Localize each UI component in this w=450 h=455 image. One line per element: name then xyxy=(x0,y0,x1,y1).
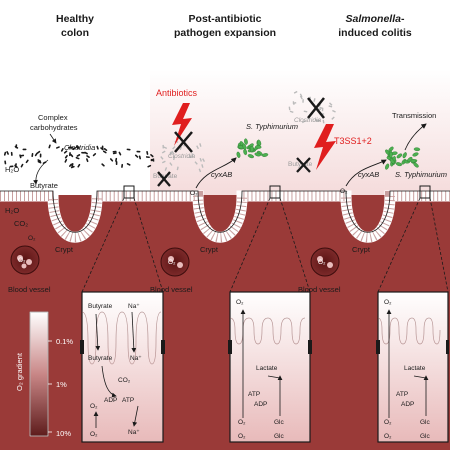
title-healthy-line2: colon xyxy=(61,27,89,39)
blood-vessel-label-healthy: Blood vessel xyxy=(8,285,51,294)
antibiotic-lightning-icon xyxy=(172,103,192,146)
blood-vessel-healthy: O₂ xyxy=(10,245,40,275)
zoom1-butyrate-inner: Butyrate xyxy=(88,355,113,362)
o2-label-lumen-1: O₂ xyxy=(190,190,198,197)
zoom2-glc-bottom: Glc xyxy=(274,433,285,440)
zoom1-o2-bottom: O₂ xyxy=(90,431,98,438)
crypt-label-2: Crypt xyxy=(200,245,219,254)
vessel-o2-label-1: O₂ xyxy=(18,257,26,264)
title-colitis-line2: induced colitis xyxy=(338,27,412,39)
zoom3-o2: O₂ xyxy=(384,419,392,426)
zoom-lines xyxy=(81,197,449,293)
zoom1-na-inner: Na⁺ xyxy=(130,355,142,362)
title-colitis-dash: - xyxy=(401,13,405,25)
zoom2-adp: ADP xyxy=(254,401,267,408)
blood-vessel-label-2: Blood vessel xyxy=(150,285,193,294)
crypt-label-3: Crypt xyxy=(352,245,371,254)
cross-icon-butyrate-2 xyxy=(296,157,311,173)
zoom3-lactate: Lactate xyxy=(404,365,426,372)
zoom-box-healthy: Butyrate Na⁺ Butyrate Na⁺ CO₂ O₂ ADP ATP… xyxy=(80,291,165,443)
salmonella-cluster-2 xyxy=(385,146,421,170)
scale-label-mid: 1% xyxy=(56,380,67,389)
o2-gradient-scale: 0.1% 1% 10% O₂ gradient xyxy=(15,311,73,438)
lumen-shading xyxy=(150,70,450,200)
scale-label-top: 0.1% xyxy=(56,337,73,346)
clostridia-label-faded-2: Clostridia xyxy=(294,117,321,124)
zoom3-atp: ATP xyxy=(396,391,408,398)
butyrate-label-healthy: Butyrate xyxy=(30,181,58,190)
scale-label-bottom: 10% xyxy=(56,429,71,438)
complex-carbs-line2: carbohydrates xyxy=(30,123,78,132)
zoom3-adp: ADP xyxy=(401,401,414,408)
zoom3-o2-top: O₂ xyxy=(384,299,392,306)
title-colitis-line1: Salmonella- xyxy=(346,13,405,25)
zoom1-na-bottom: Na⁺ xyxy=(128,429,140,436)
cross-icon-butyrate-1 xyxy=(157,171,171,187)
zoom1-o2: O₂ xyxy=(90,403,98,410)
blood-vessel-label-3: Blood vessel xyxy=(298,285,341,294)
zoom1-atp: ATP xyxy=(122,397,134,404)
co2-label-healthy: CO₂ xyxy=(14,219,28,228)
t3ss-lightning-icon xyxy=(314,124,336,170)
o2-label-healthy: O₂ xyxy=(28,235,36,242)
epithelium-layer xyxy=(0,190,450,243)
transmission-label: Transmission xyxy=(392,111,436,120)
zoom2-o2: O₂ xyxy=(238,419,246,426)
h2o-label-bottom: H₂O xyxy=(5,206,19,215)
zoom-box-post-antibiotic: O₂ Lactate ATP ADP O₂ Glc O₂ Glc xyxy=(228,291,312,443)
title-post-antibiotic-line1: Post-antibiotic xyxy=(189,13,262,25)
zoom2-o2-bottom: O₂ xyxy=(238,433,246,440)
clostridia-cluster xyxy=(3,90,336,173)
antibiotics-label: Antibiotics xyxy=(156,88,198,98)
title-colitis-italic: Salmonella xyxy=(346,13,402,25)
zoom1-adp: ADP xyxy=(104,397,117,404)
cyxab-label-1: cyxAB xyxy=(211,170,232,179)
zoom3-glc-bottom: Glc xyxy=(420,433,431,440)
clostridia-label-faded-1: Clostridia xyxy=(168,153,195,160)
o2-label-lumen-2: O₂ xyxy=(340,188,348,195)
s-typhimurium-label-2: S. Typhimurium xyxy=(395,170,447,179)
zoom1-na-top: Na⁺ xyxy=(128,303,140,310)
zoom3-glc: Glc xyxy=(420,419,431,426)
zoom2-lactate: Lactate xyxy=(256,365,278,372)
h2o-label-top: H₂O xyxy=(5,165,19,174)
cross-icon-clostridia-1 xyxy=(174,131,193,153)
crypt-label-healthy: Crypt xyxy=(55,245,74,254)
t3ss-label: T3SS1+2 xyxy=(334,136,372,146)
butyrate-faded-2: Butyrate xyxy=(288,161,313,168)
zoom1-co2: CO₂ xyxy=(118,377,131,384)
zoom2-glc: Glc xyxy=(274,419,285,426)
salmonella-cluster-1 xyxy=(236,138,269,159)
clostridia-label-healthy: Clostridia xyxy=(64,143,95,152)
s-typhimurium-label-1: S. Typhimurium xyxy=(246,122,298,131)
blood-vessel-colitis: O₂ xyxy=(310,247,340,277)
blood-vessel-post-antibiotic: O₂ xyxy=(160,247,190,277)
zoom2-o2-top: O₂ xyxy=(236,299,244,306)
zoom3-o2-bottom: O₂ xyxy=(384,433,392,440)
zoom2-atp: ATP xyxy=(248,391,260,398)
complex-carbs-line1: Complex xyxy=(38,113,68,122)
title-healthy-line1: Healthy xyxy=(56,13,94,25)
cross-icon-clostridia-2 xyxy=(307,97,325,119)
vessel-o2-label-3: O₂ xyxy=(318,259,326,266)
title-post-antibiotic-line2: pathogen expansion xyxy=(174,27,276,39)
vessel-o2-label-2: O₂ xyxy=(168,259,176,266)
cyxab-label-2: cyxAB xyxy=(358,170,379,179)
scale-title: O₂ gradient xyxy=(15,352,24,391)
zoom-box-colitis: O₂ Lactate ATP ADP O₂ Glc O₂ Glc xyxy=(376,291,449,443)
zoom1-butyrate-top: Butyrate xyxy=(88,303,113,310)
